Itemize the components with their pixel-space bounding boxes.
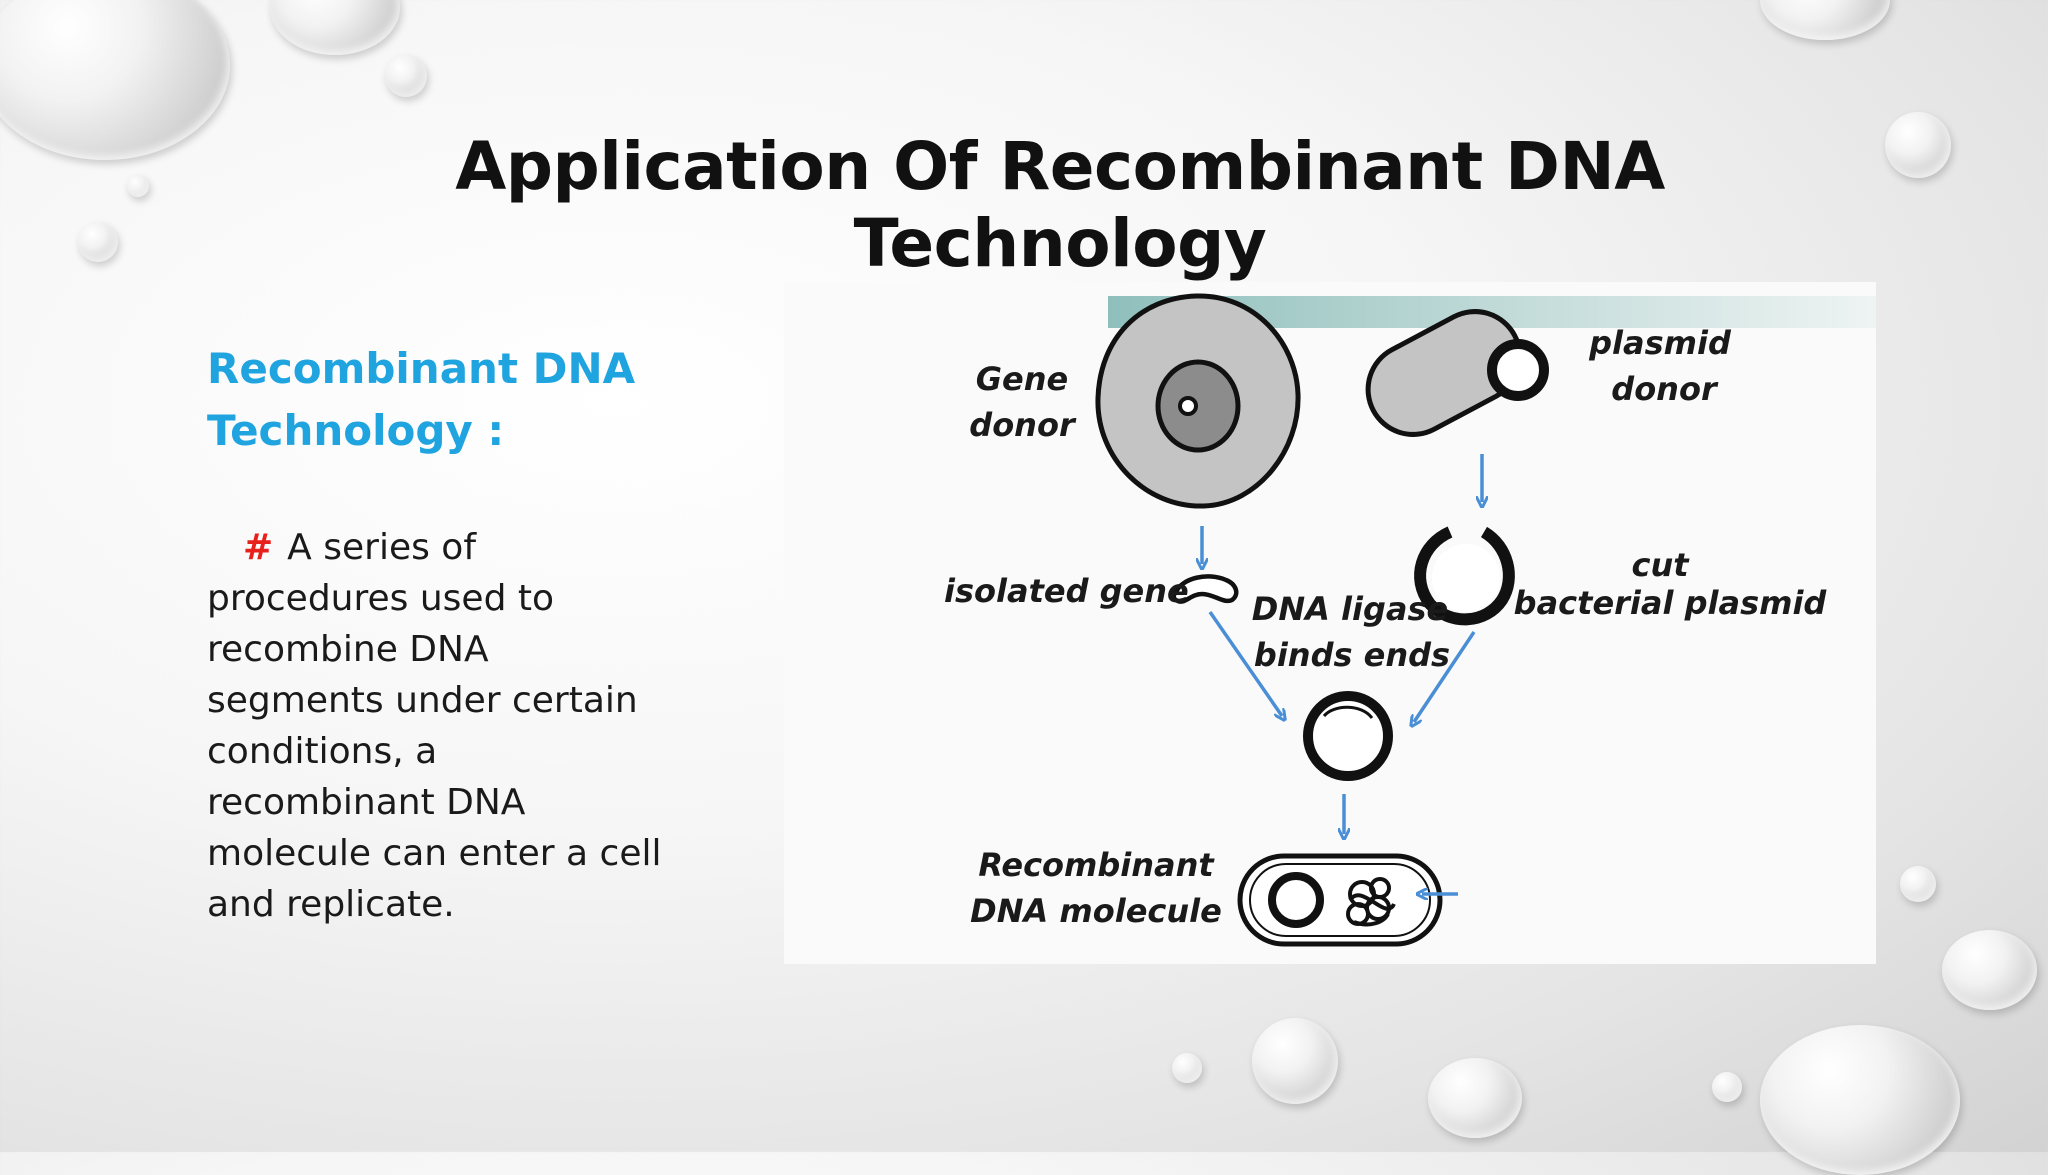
label-cut-plasmid: cut [1631, 546, 1690, 584]
body-line-text: A series of [287, 527, 476, 568]
water-drop [385, 55, 427, 97]
water-drop [1712, 1072, 1742, 1102]
plasmid-donor-bacterium [1365, 309, 1549, 437]
bullet-marker: # [243, 527, 274, 568]
label-cut-plasmid: bacterial plasmid [1514, 584, 1828, 622]
water-drop [1900, 866, 1936, 902]
body-line: molecule can enter a cell [207, 833, 662, 874]
water-drop [270, 0, 400, 55]
section-heading-line: Recombinant DNA [207, 344, 636, 393]
section-heading-line: Technology : [207, 406, 505, 455]
body-line: # A series of [207, 522, 667, 573]
recombinant-bacterium [1237, 853, 1443, 947]
recombined-plasmid [1303, 691, 1393, 781]
label-isolated-gene: isolated gene [944, 572, 1189, 610]
flow-arrows [1202, 454, 1482, 894]
water-drop [78, 222, 118, 262]
label-recombinant: DNA molecule [970, 892, 1222, 930]
water-drop [1172, 1053, 1202, 1083]
section-heading: Recombinant DNA Technology : [207, 338, 727, 462]
body-line: recombinant DNA [207, 782, 526, 823]
arrow-diagonal-icon [1414, 631, 1476, 722]
body-line: and replicate. [207, 884, 455, 925]
water-drop [1885, 112, 1951, 178]
water-drop [0, 0, 230, 160]
slide-title: Application Of Recombinant DNA Technolog… [455, 128, 1665, 282]
body-line: procedures used to [207, 578, 555, 619]
label-gene-donor: Gene [976, 360, 1068, 398]
label-dna-ligase: binds ends [1254, 636, 1450, 674]
cut-plasmid [1414, 526, 1515, 626]
body-line: recombine DNA [207, 629, 489, 670]
water-drop [1428, 1058, 1522, 1138]
body-line: conditions, a [207, 731, 438, 772]
water-drop [127, 175, 149, 197]
water-drop [1760, 1025, 1960, 1175]
gene-donor-cell [1095, 293, 1301, 509]
water-drop [1252, 1018, 1338, 1104]
recombinant-dna-diagram: Gene donor plasmid donor isolated gene c… [784, 282, 1876, 964]
arrow-diagonal-icon [1208, 611, 1282, 716]
label-recombinant: Recombinant [978, 846, 1215, 884]
body-line: segments under certain [207, 680, 638, 721]
water-drop [1942, 930, 2037, 1010]
label-plasmid-donor: plasmid [1588, 324, 1732, 362]
body-paragraph: # A series of procedures used to recombin… [207, 522, 667, 930]
label-plasmid-donor: donor [1611, 370, 1719, 408]
label-dna-ligase: DNA ligase [1252, 590, 1448, 628]
water-drop [1760, 0, 1890, 40]
label-gene-donor: donor [969, 406, 1077, 444]
isolated-gene-fragment [1171, 574, 1239, 604]
